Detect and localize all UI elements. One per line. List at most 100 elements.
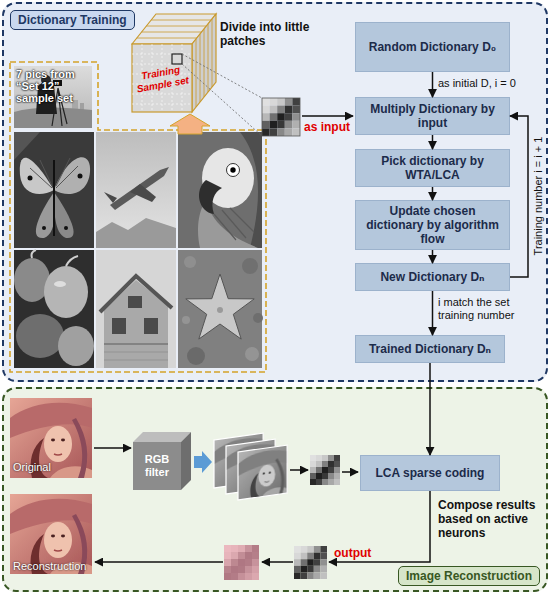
sample-image xyxy=(199,180,222,214)
process-box: New Dictionary Dₙ xyxy=(355,263,510,291)
channel-slices xyxy=(214,433,263,488)
output-arrow xyxy=(329,491,430,562)
image-patch xyxy=(262,98,300,136)
sample-image xyxy=(214,208,254,240)
original-image xyxy=(10,398,92,478)
sample-image xyxy=(14,132,94,248)
sample-image xyxy=(144,318,158,334)
sample-image xyxy=(42,226,46,230)
sample-image xyxy=(104,192,117,203)
sample-image xyxy=(96,250,176,368)
sample-cube xyxy=(192,14,216,112)
process-box: Pick dictionary by WTA/LCA xyxy=(355,149,510,187)
sample-image xyxy=(242,258,258,274)
flow-connector xyxy=(510,116,528,277)
sample-image xyxy=(96,250,176,368)
channel-slices xyxy=(226,439,275,494)
channel-slices xyxy=(214,433,263,488)
sample-image xyxy=(80,103,84,110)
sample-image xyxy=(14,258,50,302)
sample-image xyxy=(104,352,168,360)
flow-connector xyxy=(432,291,434,335)
sample-image xyxy=(182,316,190,324)
process-box: Multiply Dictionary by input xyxy=(355,97,510,135)
sample-image xyxy=(53,160,55,236)
image-patch xyxy=(262,98,300,136)
sample-image xyxy=(14,132,40,160)
sample-image xyxy=(30,158,78,188)
sample-image xyxy=(128,296,142,308)
sample-image xyxy=(184,256,196,268)
sample-image xyxy=(14,250,94,368)
flow-arrow xyxy=(290,469,308,471)
box-text: Random Dictionary D₀ xyxy=(369,40,496,54)
sample-cube xyxy=(196,19,212,107)
flow-arrow xyxy=(95,561,223,563)
sample-image xyxy=(178,250,263,368)
sample-image xyxy=(96,132,176,248)
sample-image xyxy=(41,75,51,85)
sample-image xyxy=(187,347,205,365)
image-patch xyxy=(294,546,327,579)
flow-connector xyxy=(429,363,431,455)
process-box: Update chosen dictionary by algorithm fl… xyxy=(355,200,510,250)
sample-image xyxy=(245,347,259,361)
flow-arrow xyxy=(262,561,293,563)
flow-connector xyxy=(432,187,434,200)
sample-image xyxy=(112,318,126,334)
channel-slices xyxy=(214,433,287,500)
reconstruction-panel: Image ReconstructionRGB filterLCA sparse… xyxy=(2,387,548,592)
sample-cube xyxy=(182,54,262,136)
sample-image xyxy=(14,132,94,248)
channel-slices xyxy=(238,445,287,500)
sample-image xyxy=(104,280,168,368)
image-patch xyxy=(310,455,340,485)
sample-image xyxy=(253,313,263,323)
sample-image xyxy=(96,218,176,248)
sample-image xyxy=(16,314,64,358)
sample-image xyxy=(240,132,262,248)
sample-image xyxy=(178,250,262,368)
channel-slices xyxy=(226,439,275,494)
sample-image xyxy=(54,281,66,287)
sample-image xyxy=(130,184,156,202)
sample-image xyxy=(202,148,254,208)
sample-cube xyxy=(172,54,182,64)
sample-image xyxy=(52,88,67,126)
box-text: Trained Dictionary Dₙ xyxy=(369,342,491,356)
sample-image xyxy=(36,82,57,114)
sample-image xyxy=(20,158,54,194)
reconstructed-image xyxy=(10,494,92,574)
sample-image xyxy=(53,80,62,86)
sample-image xyxy=(64,226,68,230)
sample-cube xyxy=(132,44,192,112)
sample-image xyxy=(178,132,262,248)
panel-heading: Image Reconstruction xyxy=(398,566,540,586)
sample-image xyxy=(14,107,92,128)
box-text: New Dictionary Dₙ xyxy=(380,270,484,284)
sample-image xyxy=(227,164,240,177)
sample-image xyxy=(36,192,55,238)
flow-arrow xyxy=(94,447,131,449)
sample-image xyxy=(44,266,88,318)
box-text: LCA sparse coding xyxy=(376,466,485,480)
input-arrow xyxy=(302,115,353,117)
sample-image xyxy=(32,250,79,266)
sample-image xyxy=(14,250,94,368)
sample-image xyxy=(54,157,90,194)
flow-connector xyxy=(432,72,434,97)
process-box: Random Dictionary D₀ xyxy=(355,22,510,72)
sample-image xyxy=(96,132,176,248)
sample-image xyxy=(58,326,94,366)
channel-slices xyxy=(238,445,287,500)
channel-slices xyxy=(238,445,287,500)
box-text: Pick dictionary by WTA/LCA xyxy=(361,154,504,182)
sample-image xyxy=(28,176,33,181)
sample-cube xyxy=(132,44,192,112)
flow-connector xyxy=(432,250,434,263)
sample-image xyxy=(186,274,254,339)
process-box: Trained Dictionary Dₙ xyxy=(355,335,505,363)
channel-slices xyxy=(226,439,275,494)
sample-image xyxy=(14,66,92,128)
